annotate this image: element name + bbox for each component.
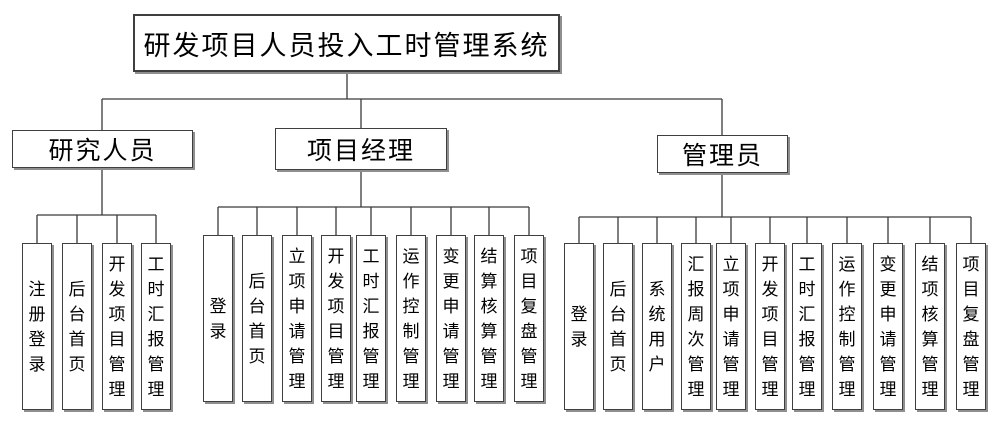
leaf-node: 工时汇报管理 bbox=[356, 235, 386, 402]
leaf-label: 后台首页 bbox=[248, 271, 266, 366]
leaf-node: 变更申请管理 bbox=[436, 235, 466, 402]
leaf-node: 登录 bbox=[564, 243, 594, 410]
leaf-node: 后台首页 bbox=[242, 235, 272, 402]
leaf-node: 项目复盘管理 bbox=[956, 243, 986, 410]
leaf-node: 变更申请管理 bbox=[873, 243, 903, 410]
leaf-node: 开发项目管理 bbox=[321, 235, 351, 402]
root-title-label: 研发项目人员投入工时管理系统 bbox=[143, 30, 550, 61]
leaf-node: 开发项目管理 bbox=[102, 243, 132, 410]
leaf-label: 汇报周次管理 bbox=[687, 254, 705, 399]
leaf-label: 登录 bbox=[209, 296, 227, 341]
leaf-label: 立项申请管理 bbox=[722, 254, 740, 399]
leaf-label: 登录 bbox=[570, 304, 588, 349]
leaf-label: 变更申请管理 bbox=[442, 246, 460, 391]
leaf-label: 运作控制管理 bbox=[838, 254, 856, 399]
leaf-label: 工时汇报管理 bbox=[798, 254, 816, 399]
leaf-node: 后台首页 bbox=[62, 243, 92, 410]
leaf-node: 工时汇报管理 bbox=[141, 243, 171, 410]
role-admin-label: 管理员 bbox=[681, 143, 763, 170]
leaf-label: 变更申请管理 bbox=[879, 254, 897, 399]
role-admin-node: 管理员 bbox=[657, 135, 788, 173]
leaf-label: 开发项目管理 bbox=[327, 246, 345, 391]
leaf-label: 工时汇报管理 bbox=[147, 254, 165, 399]
leaf-node: 汇报周次管理 bbox=[681, 243, 711, 410]
leaf-label: 注册登录 bbox=[28, 279, 46, 374]
root-title-node: 研发项目人员投入工时管理系统 bbox=[133, 14, 560, 72]
role-researcher-label: 研究人员 bbox=[48, 138, 157, 165]
leaf-label: 后台首页 bbox=[609, 279, 627, 374]
leaf-node: 立项申请管理 bbox=[282, 235, 312, 402]
role-researcher-node: 研究人员 bbox=[12, 130, 193, 168]
leaf-node: 后台首页 bbox=[603, 243, 633, 410]
leaf-label: 工时汇报管理 bbox=[362, 246, 380, 391]
role-project-manager-label: 项目经理 bbox=[306, 138, 415, 165]
leaf-node: 运作控制管理 bbox=[832, 243, 862, 410]
leaf-node: 开发项目管理 bbox=[755, 243, 785, 410]
leaf-label: 开发项目管理 bbox=[108, 254, 126, 399]
leaf-node: 结项核算管理 bbox=[915, 243, 945, 410]
leaf-label: 运作控制管理 bbox=[402, 246, 420, 391]
leaf-label: 项目复盘管理 bbox=[962, 254, 980, 399]
leaf-node: 系统用户 bbox=[642, 243, 672, 410]
leaf-node: 立项申请管理 bbox=[716, 243, 746, 410]
leaf-node: 注册登录 bbox=[22, 243, 52, 410]
leaf-label: 结项核算管理 bbox=[921, 254, 939, 399]
leaf-label: 后台首页 bbox=[68, 279, 86, 374]
leaf-node: 结算核算管理 bbox=[474, 235, 504, 402]
leaf-label: 项目复盘管理 bbox=[520, 246, 538, 391]
leaf-label: 开发项目管理 bbox=[761, 254, 779, 399]
leaf-label: 立项申请管理 bbox=[288, 246, 306, 391]
leaf-node: 运作控制管理 bbox=[396, 235, 426, 402]
leaf-node: 工时汇报管理 bbox=[792, 243, 822, 410]
leaf-label: 结算核算管理 bbox=[480, 246, 498, 391]
leaf-label: 系统用户 bbox=[648, 279, 666, 374]
leaf-node: 项目复盘管理 bbox=[514, 235, 544, 402]
leaf-node: 登录 bbox=[203, 235, 233, 402]
role-project-manager-node: 项目经理 bbox=[275, 128, 447, 170]
